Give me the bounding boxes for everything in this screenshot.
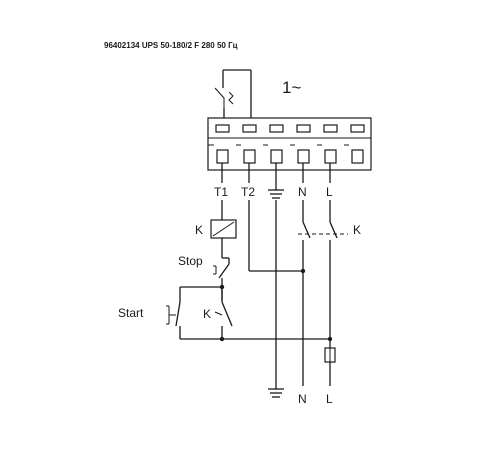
hold-contact-label: K	[203, 307, 211, 321]
terminal-label-n: N	[298, 185, 307, 199]
contactor-label: K	[353, 223, 361, 237]
terminal-label-t1: T1	[214, 185, 228, 199]
fuse-icon	[324, 347, 336, 363]
thermal-switch	[214, 69, 252, 118]
hold-contact	[214, 301, 233, 339]
stop-switch	[213, 257, 230, 300]
relay-coil-label: K	[195, 223, 203, 237]
supply-l-label: L	[326, 392, 333, 406]
start-label: Start	[118, 306, 144, 320]
terminal-screws	[215, 124, 365, 133]
terminal-label-l: L	[326, 185, 333, 199]
stop-label: Stop	[178, 254, 203, 268]
supply-n-label: N	[298, 392, 307, 406]
relay-coil	[210, 219, 237, 239]
terminal-block	[207, 117, 372, 171]
start-switch	[166, 301, 181, 339]
ground-icon	[268, 183, 284, 199]
diagram-title: 96402134 UPS 50-180/2 F 280 50 Гц	[104, 41, 238, 50]
ground-icon-bottom	[268, 388, 284, 398]
phase-label: 1~	[282, 78, 301, 97]
terminal-label-t2: T2	[241, 185, 255, 199]
